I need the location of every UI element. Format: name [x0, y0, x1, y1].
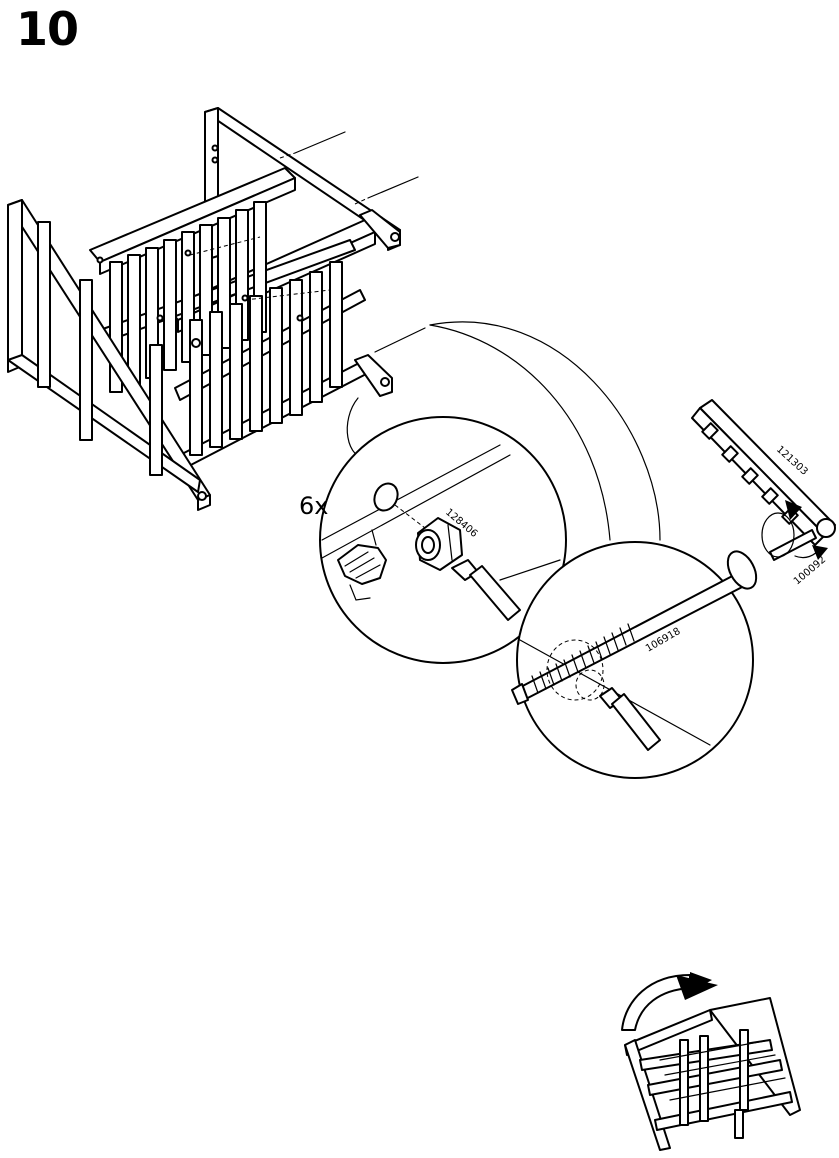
crib-frame: [8, 108, 400, 510]
quantity-label: 6x: [299, 492, 328, 520]
bolt-detail: [512, 542, 762, 778]
flip-over-diagram: [622, 972, 800, 1150]
part-number-dowel: 100092: [792, 554, 828, 587]
allen-key: [692, 400, 835, 560]
